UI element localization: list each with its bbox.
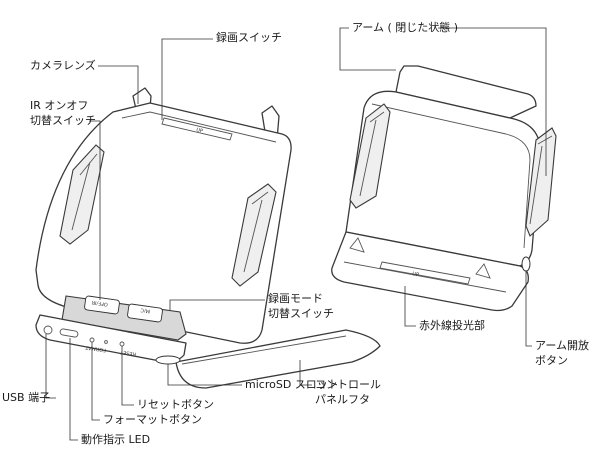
label-rec-mode-line1: 録画モード [268, 292, 323, 305]
label-arm-release-line2: ボタン [535, 354, 568, 367]
reset-mark: RESET [119, 349, 137, 357]
left-control-panel-cover [175, 329, 381, 389]
label-arm-closed: アーム ( 閉じた状態 ) [352, 21, 459, 34]
right-device: UP [331, 65, 557, 312]
label-camera-lens: カメラレンズ [30, 59, 96, 72]
label-led: 動作指示 LED [81, 433, 151, 446]
left-arm-side-right [231, 183, 277, 287]
left-up-mark: UP [196, 127, 204, 134]
label-microsd: microSD スロット [245, 378, 339, 391]
right-up-mark: UP [412, 271, 420, 278]
label-format: フォーマットボタン [103, 413, 202, 426]
label-panel-line2: パネルフタ [315, 393, 370, 406]
left-device: UP OFF/IR M/C FORMAT RESET [35, 87, 381, 389]
label-ir-emitter: 赤外線投光部 [419, 319, 485, 332]
label-reset: リセットボタン [137, 398, 214, 411]
right-ir-emitter-strip [379, 261, 471, 285]
right-arm-left [349, 103, 391, 209]
right-arm-right [525, 127, 557, 237]
left-rec-switch-slot [161, 117, 233, 141]
label-ir-switch-line1: IR オンオフ [30, 99, 89, 112]
label-ir-switch-line2: 切替スイッチ [30, 114, 96, 127]
leader-lines [45, 27, 547, 441]
left-arm-side-left [59, 144, 105, 245]
label-usb: USB 端子 [2, 391, 51, 404]
off-ir-mark: OFF/IR [91, 299, 109, 307]
format-mark: FORMAT [84, 344, 106, 353]
label-rec-switch: 録画スイッチ [216, 31, 282, 44]
label-rec-mode-line2: 切替スイッチ [268, 307, 334, 320]
label-panel-line1: コントロール [315, 378, 381, 391]
mc-mark: M/C [140, 306, 151, 313]
label-arm-release-line1: アーム開放 [535, 339, 590, 352]
